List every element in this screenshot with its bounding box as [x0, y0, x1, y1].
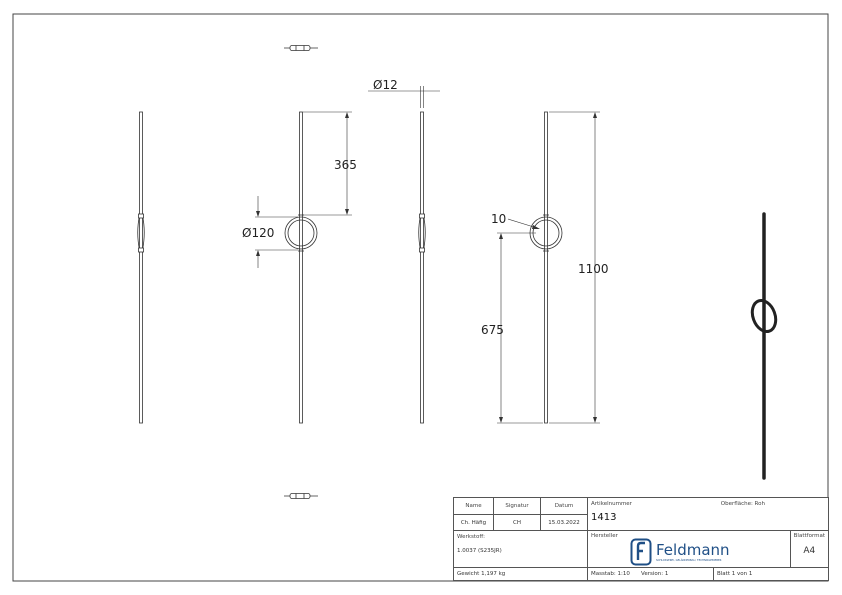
signatur-value: CH: [493, 514, 541, 531]
dimension-lines: [255, 86, 600, 424]
footer-cell: Masstab: 1:10 Version: 1 Blatt 1 von 1: [587, 567, 829, 581]
title-block: Name Signatur Datum Artikelnummer Oberfl…: [453, 497, 830, 581]
dim-bottom-length: 675: [481, 323, 504, 337]
datum-label: Datum: [540, 497, 588, 515]
artikelnummer-label: Artikelnummer: [591, 501, 632, 507]
blattformat-value: A4: [803, 546, 816, 556]
feldmann-logo-icon: [630, 538, 652, 566]
logo-subtitle: SCHLOSSEREI, GELÄNDERBAU, TECHNIKGEBIEBE…: [656, 558, 722, 562]
front-view-dimensioned: [529, 111, 563, 424]
sheet-border: [12, 13, 829, 582]
logo-text: Feldmann: [656, 540, 730, 559]
signatur-label: Signatur: [493, 497, 541, 515]
top-view-upper: [284, 45, 318, 51]
hersteller-label: Hersteller: [591, 533, 618, 539]
artikel-cell: Artikelnummer Oberfläche: Roh 1413: [587, 497, 829, 531]
gewicht-text: Gewicht 1,197 kg: [453, 567, 588, 581]
datum-value: 15.03.2022: [540, 514, 588, 531]
version-text: Version: 1: [641, 571, 669, 577]
blattformat-label: Blattformat: [793, 533, 825, 539]
dim-total-length: 1100: [578, 262, 609, 276]
massstab-text: Masstab: 1:10: [591, 571, 630, 577]
dim-ring-thickness: 10: [491, 212, 506, 226]
werkstoff-value: 1.0037 (S235JR): [457, 548, 502, 554]
side-view-left: [137, 111, 145, 424]
blatt-text: Blatt 1 von 1: [713, 568, 752, 580]
name-value: Ch. Häfig: [453, 514, 494, 531]
hersteller-cell: Hersteller Feldmann SCHLOSSEREI, GELÄNDE…: [587, 530, 791, 568]
isometric-view: [750, 212, 778, 480]
front-view-ring: [284, 111, 318, 424]
top-view-lower: [284, 493, 318, 499]
oberflaeche-text: Oberfläche: Roh: [720, 501, 765, 507]
side-view-middle: [418, 111, 426, 424]
werkstoff-cell: Werkstoff: 1.0037 (S235JR): [453, 530, 588, 568]
artikelnummer-value: 1413: [591, 512, 617, 523]
name-label: Name: [453, 497, 494, 515]
dim-top-length: 365: [334, 158, 357, 172]
blattformat-cell: Blattformat A4: [789, 530, 830, 568]
feldmann-logo: Feldmann SCHLOSSEREI, GELÄNDERBAU, TECHN…: [630, 538, 730, 566]
dim-rod-diameter: Ø12: [373, 78, 398, 92]
werkstoff-label: Werkstoff:: [457, 534, 485, 540]
dim-ring-diameter: Ø120: [242, 226, 274, 240]
